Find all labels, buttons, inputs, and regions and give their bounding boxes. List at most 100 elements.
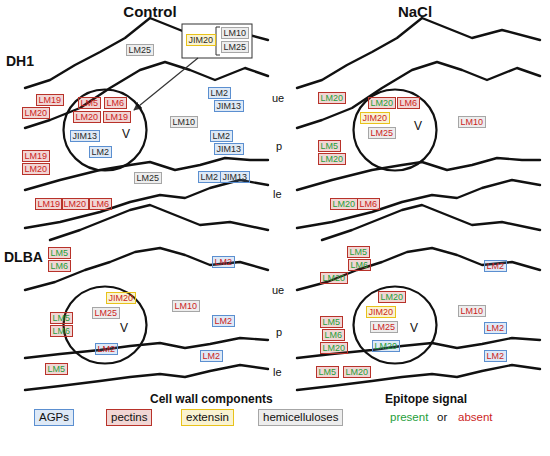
epitope-box: LM19: [35, 198, 63, 210]
epitope-name: LM20: [321, 93, 344, 103]
epitope-box: LM6: [322, 329, 345, 341]
epitope-box: JIM13: [70, 130, 100, 142]
tissue-label: p: [276, 140, 282, 152]
epitope-name: LM5: [53, 313, 71, 323]
epitope-box: JIM13: [214, 100, 244, 112]
bundle-label: V: [122, 128, 130, 140]
epitope-box: LM20: [368, 97, 396, 109]
epitope-name: LM25: [95, 308, 118, 318]
callout-frame: [182, 24, 252, 58]
epitope-name: LM20: [76, 112, 99, 122]
epidermis-line: [297, 18, 540, 228]
epitope-box: LM20: [22, 107, 50, 119]
epitope-box: LM6: [397, 97, 420, 109]
epitope-name: LM25: [129, 45, 152, 55]
epitope-name: JIM20: [369, 307, 394, 317]
epitope-name: LM10: [173, 117, 196, 127]
epitope-name: LM6: [107, 98, 125, 108]
row-label: DLBA: [4, 250, 43, 265]
epitope-box: LM2: [484, 322, 507, 334]
epitope-name: LM10: [175, 301, 198, 311]
epitope-name: LM25: [224, 42, 247, 52]
callout-arrow: [134, 58, 198, 110]
legend-text: extensin: [186, 411, 229, 423]
epitope-box: LM19: [22, 150, 50, 162]
epitope-name: LM5: [51, 248, 69, 258]
epitope-box: LM20: [318, 92, 346, 104]
epitope-box: LM25: [221, 41, 249, 53]
epitope-name: LM2: [487, 323, 505, 333]
epitope-name: LM19: [106, 112, 129, 122]
epitope-name: LM2: [215, 316, 233, 326]
epitope-box: LM2: [212, 256, 235, 268]
epitope-box: LM20: [320, 342, 348, 354]
epitope-name: JIM13: [217, 101, 242, 111]
epitope-box: LM20: [318, 153, 346, 165]
vascular-bundle: VLM20LM6JIM20LM25: [352, 88, 438, 172]
epitope-name: LM25: [371, 128, 394, 138]
epitope-name: LM20: [346, 367, 369, 377]
epitope-name: LM5: [323, 317, 341, 327]
epitope-box: LM2: [89, 146, 112, 158]
epitope-box: LM6: [104, 97, 127, 109]
epitope-box: JIM13: [214, 143, 244, 155]
epitope-name: JIM13: [217, 144, 242, 154]
epitope-box: LM20: [378, 291, 406, 303]
epitope-box: LM25: [368, 127, 396, 139]
epitope-box: LM19: [103, 111, 131, 123]
bundle-ellipse: [354, 287, 437, 364]
legend-heading: Epitope signal: [385, 393, 467, 406]
epitope-name: LM19: [38, 199, 61, 209]
vascular-bundle: VLM5LM6LM20LM19JIM13LM2: [62, 88, 148, 172]
bundle-label: V: [120, 322, 128, 334]
epitope-box: LM2: [95, 343, 118, 355]
epitope-name: LM20: [64, 199, 87, 209]
epitope-box: LM6: [48, 260, 71, 272]
vascular-bundle: V JIM20LM25LM2: [62, 285, 148, 365]
epitope-name: LM20: [323, 273, 346, 283]
legend-swatch: extensin: [181, 409, 234, 426]
legend-text: present: [390, 411, 428, 423]
callout-bracket: [216, 27, 220, 55]
epitope-name: LM6: [400, 98, 418, 108]
epitope-name: JIM13: [223, 172, 248, 182]
epitope-box: LM6: [357, 198, 380, 210]
tissue-label: ue: [272, 284, 284, 296]
epitope-box: LM25: [370, 321, 398, 333]
legend-signal: present: [390, 411, 428, 424]
epitope-box: LM10: [221, 27, 249, 39]
epitope-name: LM19: [25, 151, 48, 161]
column-heading: Control: [123, 4, 176, 21]
legend-text: hemicelluloses: [263, 411, 338, 423]
epitope-box: LM5: [320, 316, 343, 328]
epitope-name: LM2: [211, 88, 229, 98]
row-label: DH1: [6, 54, 34, 69]
epitope-name: LM2: [487, 351, 505, 361]
epitope-box: LM10: [458, 305, 486, 317]
epitope-box: JIM20: [360, 112, 390, 124]
epitope-name: LM2: [98, 344, 116, 354]
epitope-name: LM6: [325, 330, 343, 340]
epitope-name: LM5: [321, 141, 339, 151]
bundle-ellipse: [64, 90, 147, 171]
epitope-box: LM10: [172, 300, 200, 312]
legend-swatch: hemicelluloses: [258, 409, 343, 426]
epitope-name: LM2: [203, 351, 221, 361]
epitope-box: LM6: [50, 325, 73, 337]
epitope-name: JIM20: [189, 35, 214, 45]
epitope-box: LM20: [73, 111, 101, 123]
column-heading: NaCl: [398, 4, 432, 21]
epitope-name: LM5: [319, 367, 337, 377]
epitope-box: LM20: [61, 198, 89, 210]
epitope-box: LM5: [347, 246, 370, 258]
epitope-name: LM20: [25, 108, 48, 118]
bundle-ellipse: [354, 90, 437, 171]
tissue-label: le: [273, 188, 282, 200]
epitope-box: LM20: [372, 340, 400, 352]
epitope-name: JIM20: [109, 293, 134, 303]
epitope-box: JIM20: [366, 306, 396, 318]
legend-heading: Cell wall components: [150, 393, 273, 406]
epitope-box: LM25: [126, 44, 154, 56]
